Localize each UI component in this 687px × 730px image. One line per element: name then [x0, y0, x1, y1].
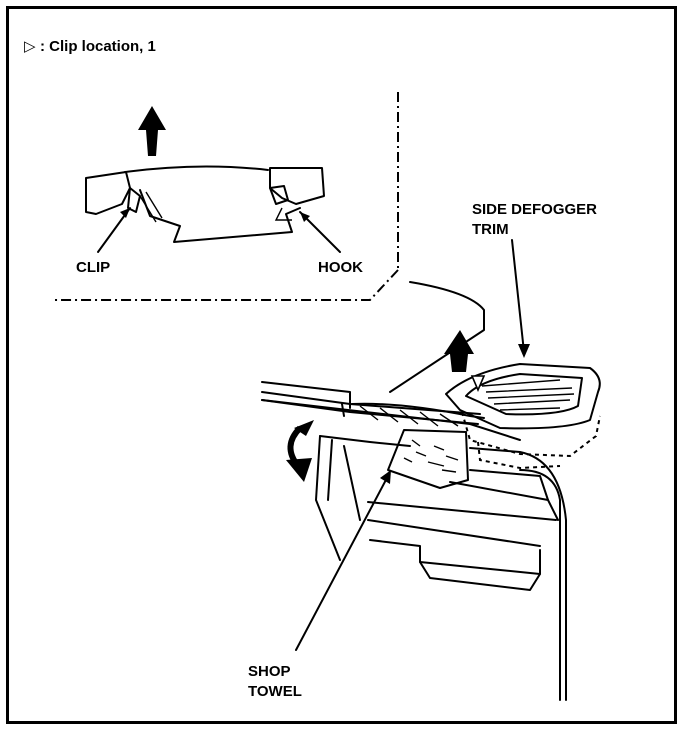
header-title: : Clip location, 1: [40, 38, 156, 55]
clip-location-symbol: ▷: [24, 38, 36, 55]
hook-pointer: [299, 211, 341, 253]
main-up-arrow-icon: [444, 330, 474, 372]
clip-label: CLIP: [76, 259, 110, 276]
clip-pointer: [97, 207, 131, 253]
shop-towel-label-line1: SHOP: [248, 663, 291, 680]
side-defogger-label-line2: TRIM: [472, 221, 509, 238]
pry-tool: [261, 391, 485, 427]
shop-towel-label-line2: TOWEL: [248, 683, 302, 700]
pillar-outline: [389, 281, 485, 393]
inset-up-arrow-icon: [138, 106, 166, 156]
inset-clip-detail: [85, 165, 325, 243]
side-defogger-trim: [445, 363, 601, 470]
hook-label: HOOK: [318, 259, 363, 276]
inset-boundary: [55, 92, 399, 301]
side-defogger-label-line1: SIDE DEFOGGER: [472, 201, 597, 218]
shop-towel: [387, 429, 469, 489]
side-defogger-pointer: [511, 239, 530, 358]
dashboard-body: [261, 381, 567, 701]
rotate-arrow-icon: [286, 420, 314, 482]
shop-towel-pointer: [295, 470, 391, 651]
